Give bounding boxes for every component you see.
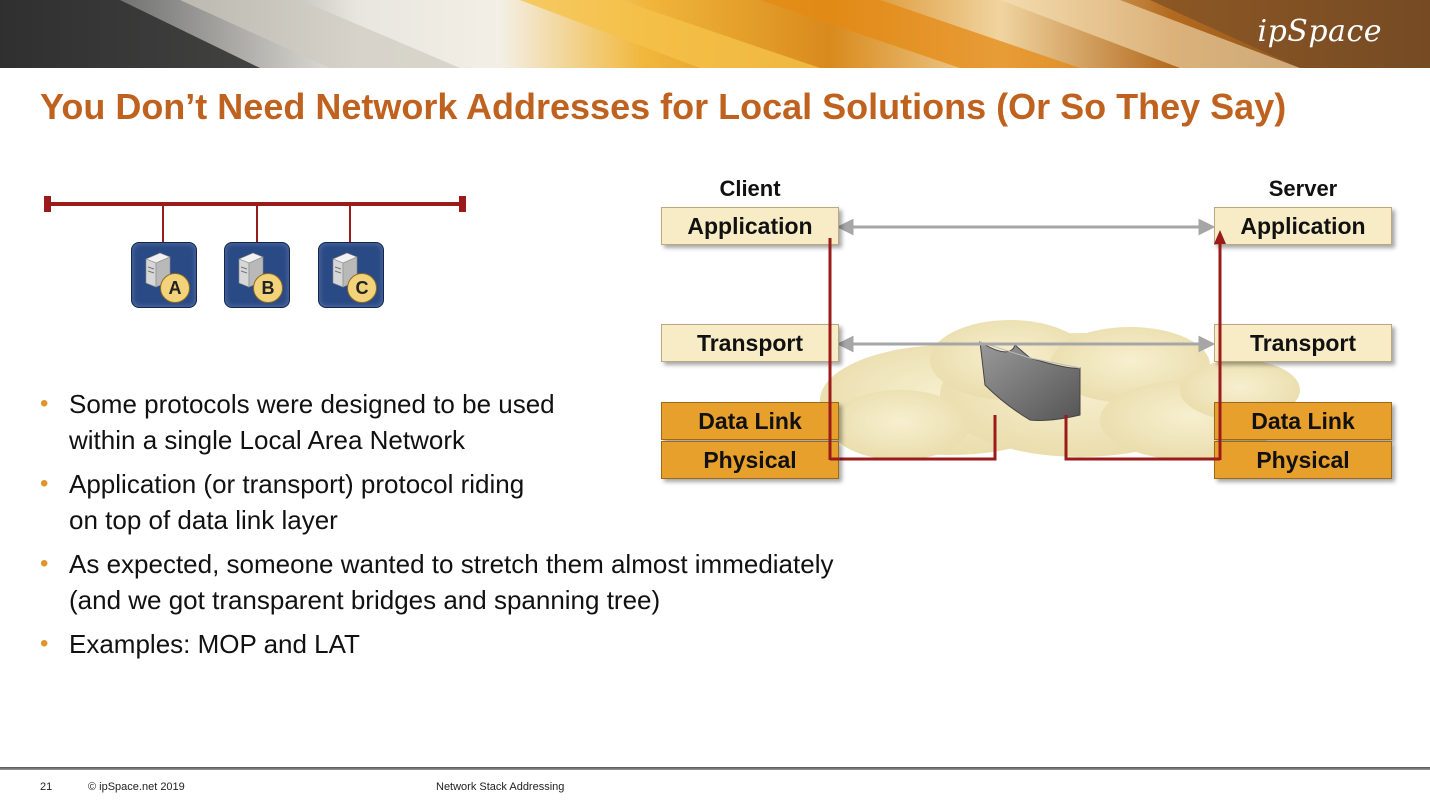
server-heading: Server [1268, 176, 1338, 201]
bridge-icon [979, 341, 1081, 421]
bullet-item: • Examples: MOP and LAT [40, 626, 940, 662]
bullet-text-line: on top of data link layer [69, 505, 338, 535]
server-data-link-layer: Data Link [1214, 402, 1392, 440]
bullet-list: • Some protocols were designed to be use… [40, 386, 940, 670]
host-b: B [224, 242, 290, 308]
copyright: © ipSpace.net 2019 [88, 781, 185, 793]
host-label: C [347, 273, 377, 303]
bullet-text-line: Examples: MOP and LAT [69, 629, 360, 659]
page-number: 21 [40, 781, 53, 793]
bullet-item: • As expected, someone wanted to stretch… [40, 546, 940, 618]
host-drop-lines [162, 204, 351, 242]
transport-peer-arrow [836, 335, 1216, 353]
host-label: B [253, 273, 283, 303]
client-heading: Client [719, 176, 781, 201]
bullet-icon: • [40, 550, 49, 577]
bullet-text-line: (and we got transparent bridges and span… [69, 585, 661, 615]
client-data-link-layer: Data Link [661, 402, 839, 440]
bullet-icon: • [40, 630, 49, 657]
client-transport-layer: Transport [661, 324, 839, 362]
bullet-item: • Application (or transport) protocol ri… [40, 466, 940, 538]
ipspace-logo: ipSpace [1257, 14, 1382, 49]
server-application-layer: Application [1214, 207, 1392, 245]
bullet-icon: • [40, 470, 49, 497]
stack-diagram-graphics [820, 218, 1300, 461]
lan-segment [44, 196, 466, 212]
bullet-item: • Some protocols were designed to be use… [40, 386, 940, 458]
bullet-text-line: Some protocols were designed to be used [69, 389, 555, 419]
bullet-text-line: within a single Local Area Network [69, 425, 465, 455]
host-c: C [318, 242, 384, 308]
deck-title: Network Stack Addressing [436, 781, 565, 793]
host-a: A [131, 242, 197, 308]
header-banner [0, 0, 1430, 68]
slide-title: You Don’t Need Network Addresses for Loc… [40, 86, 1287, 127]
bullet-icon: • [40, 390, 49, 417]
host-label: A [160, 273, 190, 303]
bullet-text-line: As expected, someone wanted to stretch t… [69, 549, 834, 579]
server-physical-layer: Physical [1214, 441, 1392, 479]
client-application-layer: Application [661, 207, 839, 245]
footer-divider [0, 767, 1430, 770]
server-transport-layer: Transport [1214, 324, 1392, 362]
bullet-text-line: Application (or transport) protocol ridi… [69, 469, 525, 499]
application-peer-arrow [836, 218, 1216, 236]
client-physical-layer: Physical [661, 441, 839, 479]
